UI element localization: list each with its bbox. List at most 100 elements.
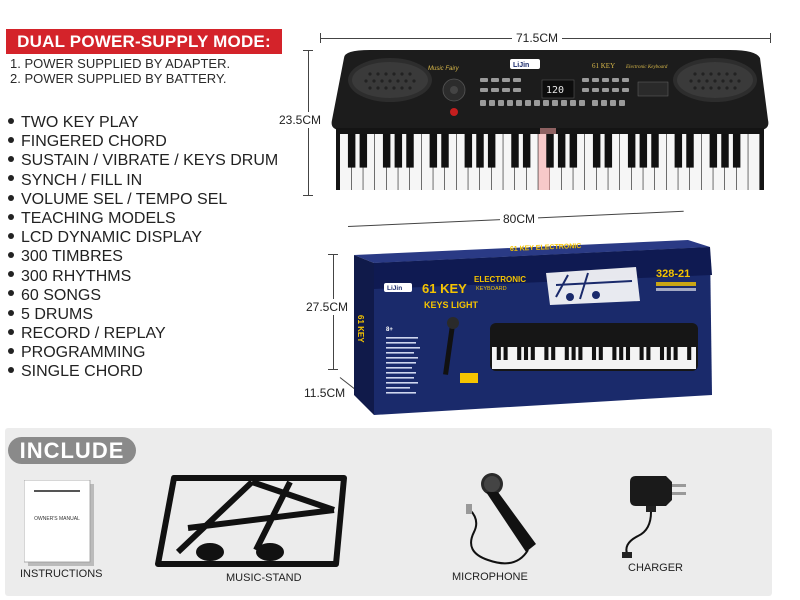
box-black-key (551, 347, 556, 360)
box-black-key (591, 347, 597, 360)
feature-item: TEACHING MODELS (8, 209, 278, 228)
white-key (573, 134, 585, 190)
white-key (456, 134, 468, 190)
black-key (429, 134, 438, 168)
instructions-label: INSTRUCTIONS (20, 568, 103, 580)
black-key (627, 134, 636, 168)
box-black-key (523, 347, 529, 360)
box-width-label: 80CM (500, 212, 539, 226)
black-key (406, 134, 414, 168)
white-key (655, 134, 667, 190)
keyboard-width-tick-left (320, 33, 321, 43)
speaker-left-icon (348, 58, 432, 102)
white-key (351, 134, 363, 190)
keyboard-brand-logo: LiJin (513, 62, 529, 69)
white-key (736, 134, 748, 190)
box-brand-logo: LiJin (387, 285, 402, 292)
keyboard-series-text: Music Fairy (428, 66, 460, 72)
box-side-text: 61 KEY (356, 315, 365, 343)
white-key (631, 134, 643, 190)
white-key (503, 134, 515, 190)
keyboard-height-label: 23.5CM (279, 112, 322, 128)
black-key (522, 134, 531, 168)
power-line-adapter: 1. POWER SUPPLIED BY ADAPTER. (10, 56, 231, 71)
lcd-display: 120 (546, 85, 564, 96)
box-black-key (639, 347, 644, 360)
keyboard-width-label: 71.5CM (512, 31, 563, 45)
feature-item: 300 TIMBRES (8, 247, 278, 266)
box-black-key (598, 347, 603, 360)
white-key (410, 134, 422, 190)
keyboard-subtitle: Electronic Keyboard (625, 65, 668, 70)
white-key (538, 134, 550, 190)
white-key (643, 134, 655, 190)
keyboard-width-tick-right (770, 33, 771, 43)
box-black-key (659, 347, 665, 360)
feature-item: RECORD / REPLAY (8, 324, 278, 343)
include-title: INCLUDE (8, 437, 136, 464)
bullet-icon (8, 156, 14, 163)
white-key (363, 134, 375, 190)
box-height-label: 27.5CM (306, 299, 349, 315)
charger-icon (622, 476, 686, 558)
bullet-icon (8, 290, 14, 297)
black-key (441, 134, 449, 168)
white-key (608, 134, 620, 190)
black-keys (347, 134, 741, 168)
power-mode-banner: DUAL POWER-SUPPLY MODE: (6, 29, 282, 54)
black-key (487, 134, 496, 168)
bullet-icon (8, 194, 14, 201)
power-button-icon (450, 108, 458, 116)
box-title-key: 61 KEY (422, 281, 467, 296)
black-key (721, 134, 729, 168)
feature-item: SYNCH / FILL IN (8, 171, 278, 190)
white-key (620, 134, 632, 190)
feature-item: SINGLE CHORD (8, 362, 278, 381)
box-black-key (673, 347, 678, 360)
black-key (394, 134, 403, 168)
music-stand-label: MUSIC-STAND (226, 572, 302, 584)
bullet-icon (8, 175, 14, 182)
black-key (709, 134, 718, 168)
power-supply-list: 1. POWER SUPPLIED BY ADAPTER. 2. POWER S… (10, 56, 230, 86)
white-key (375, 134, 387, 190)
white-key (725, 134, 737, 190)
box-black-key (571, 347, 576, 360)
black-key (674, 134, 683, 168)
box-title-line2: KEYBOARD (476, 286, 507, 292)
black-key (639, 134, 648, 168)
box-black-key (564, 347, 569, 360)
bullet-icon (8, 271, 14, 278)
white-key (596, 134, 608, 190)
keyboard-image: Music Fairy LiJin 61 KEY Electronic Keyb… (331, 50, 769, 190)
speaker-right-icon (673, 58, 757, 102)
bullet-icon (8, 117, 14, 124)
black-key (569, 134, 578, 168)
bullet-icon (8, 232, 14, 239)
box-height-tick-bottom (328, 369, 338, 370)
white-key (491, 134, 503, 190)
box-black-key (625, 347, 631, 360)
keyboard-height-tick-bottom (303, 195, 313, 196)
feature-item: 5 DRUMS (8, 305, 278, 324)
white-key (421, 134, 433, 190)
feature-item: PROGRAMMING (8, 343, 278, 362)
box-image: 61 KEY ELECTRONIC 61 KEY LiJin 61 KEY EL… (354, 240, 712, 415)
box-title-line1: ELECTRONIC (474, 275, 526, 284)
box-black-key (666, 347, 671, 360)
white-key (701, 134, 713, 190)
black-key (651, 134, 659, 168)
black-key (604, 134, 613, 168)
white-keys (340, 134, 760, 190)
black-key (592, 134, 601, 168)
white-key (433, 134, 445, 190)
bullet-icon (8, 367, 14, 374)
music-stand-icon (155, 475, 347, 567)
black-key (359, 134, 368, 168)
black-key (464, 134, 473, 168)
white-key (585, 134, 597, 190)
white-key (666, 134, 678, 190)
box-black-key (530, 347, 535, 360)
feature-list: TWO KEY PLAY FINGERED CHORD SUSTAIN / VI… (8, 113, 278, 382)
box-height-tick-top (328, 254, 338, 255)
